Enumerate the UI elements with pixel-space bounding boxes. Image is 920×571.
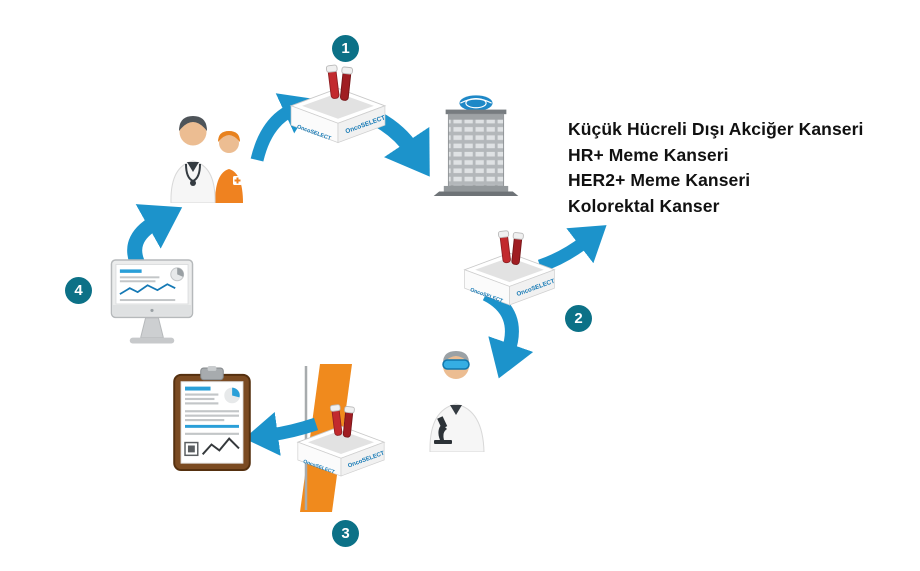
arrow-kit3-to-report	[244, 412, 319, 456]
line-chart-icon	[201, 437, 240, 455]
qr-code-icon	[184, 441, 199, 457]
laboratory-building-illustration	[433, 95, 519, 197]
microscope-icon	[434, 416, 452, 444]
medic-cross-icon	[233, 176, 242, 185]
step-badge-2: 2	[565, 305, 592, 332]
monitor-illustration	[110, 259, 194, 344]
lab-logo-icon	[459, 95, 493, 111]
cancer-type-item-2: HR+ Meme Kanseri	[568, 144, 729, 165]
doctor-figure	[170, 116, 216, 203]
step-badge-3: 3	[332, 520, 359, 547]
arrow-kit2-outbound	[537, 225, 607, 273]
stethoscope-icon	[185, 163, 201, 186]
cancer-type-item-4: Kolorektal Kanser	[568, 195, 720, 216]
arrow-doctors-to-kit	[250, 93, 316, 162]
report-clipboard-illustration	[173, 366, 251, 472]
scientist-illustration	[429, 351, 485, 452]
cancer-type-list: Küçük Hücreli Dışı Akciğer Kanseri HR+ M…	[568, 117, 864, 219]
monitor-stand	[140, 317, 164, 339]
sample-kit-1	[278, 58, 398, 150]
screen-pie-icon	[170, 267, 185, 282]
doctor-and-patient-illustration	[170, 116, 243, 203]
sample-kit-3	[286, 398, 396, 483]
screen-chart-icon	[119, 283, 176, 295]
pie-chart-icon	[224, 387, 240, 404]
cancer-type-item-3: HER2+ Meme Kanseri	[568, 170, 751, 190]
sample-kit-2	[452, 224, 567, 312]
step-badge-4: 4	[65, 277, 92, 304]
monitor-base	[129, 337, 175, 344]
goggles-icon	[442, 359, 470, 370]
cancer-type-item-1: Küçük Hücreli Dışı Akciğer Kanseri	[568, 119, 864, 139]
step-badge-1: 1	[332, 35, 359, 62]
patient-figure	[215, 131, 243, 203]
